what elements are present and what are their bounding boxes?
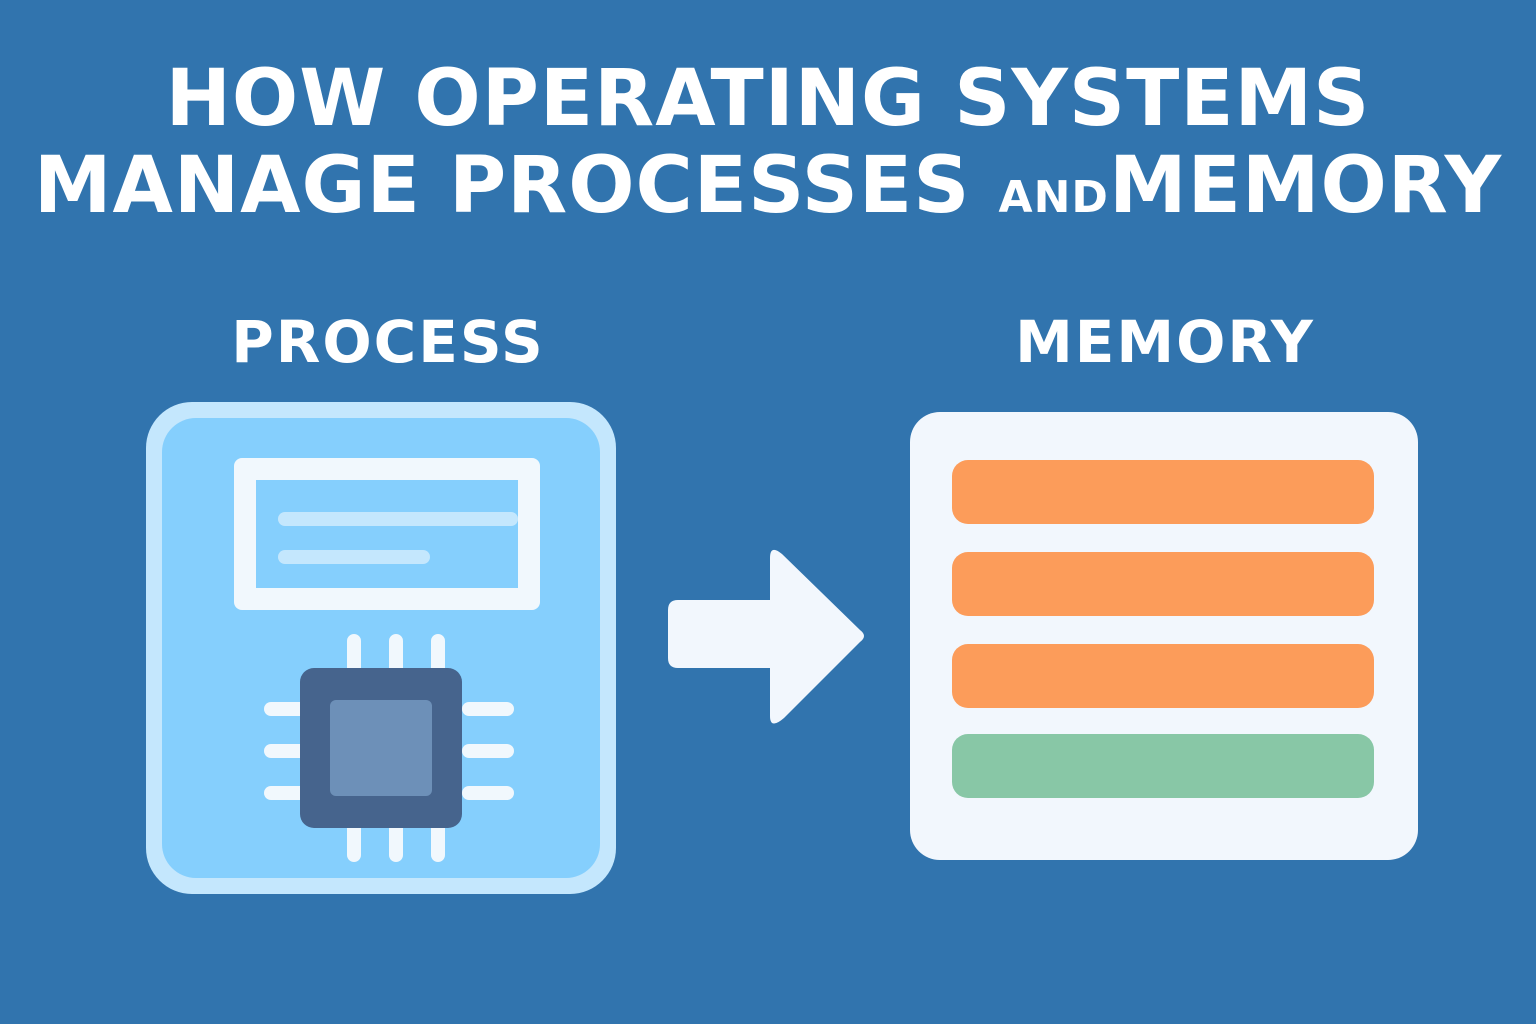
window-text-line	[278, 512, 518, 526]
process-label: PROCESS	[231, 308, 545, 376]
window-text-line	[278, 550, 430, 564]
chip-core	[330, 700, 432, 796]
memory-block-used	[952, 644, 1374, 708]
memory-block-used	[952, 460, 1374, 524]
memory-block-free	[952, 734, 1374, 798]
window-content	[256, 480, 518, 588]
memory-card	[910, 412, 1418, 860]
title-part-1: MANAGE PROCESSES	[33, 141, 999, 232]
arrow-right-icon	[668, 549, 864, 724]
memory-block-used	[952, 552, 1374, 616]
cpu-chip-icon	[264, 634, 514, 862]
process-window-icon	[234, 458, 540, 610]
title-line-1: HOW OPERATING SYSTEMS	[165, 54, 1371, 144]
process-card	[146, 402, 616, 894]
memory-label: MEMORY	[1015, 308, 1315, 376]
title-part-2: MEMORY	[1108, 141, 1503, 232]
title-line-2: MANAGE PROCESSES ANDMEMORY	[0, 143, 1536, 230]
title-and: AND	[998, 172, 1109, 224]
process-card-inner	[162, 418, 600, 878]
page-title: HOW OPERATING SYSTEMS MANAGE PROCESSES A…	[0, 54, 1536, 231]
